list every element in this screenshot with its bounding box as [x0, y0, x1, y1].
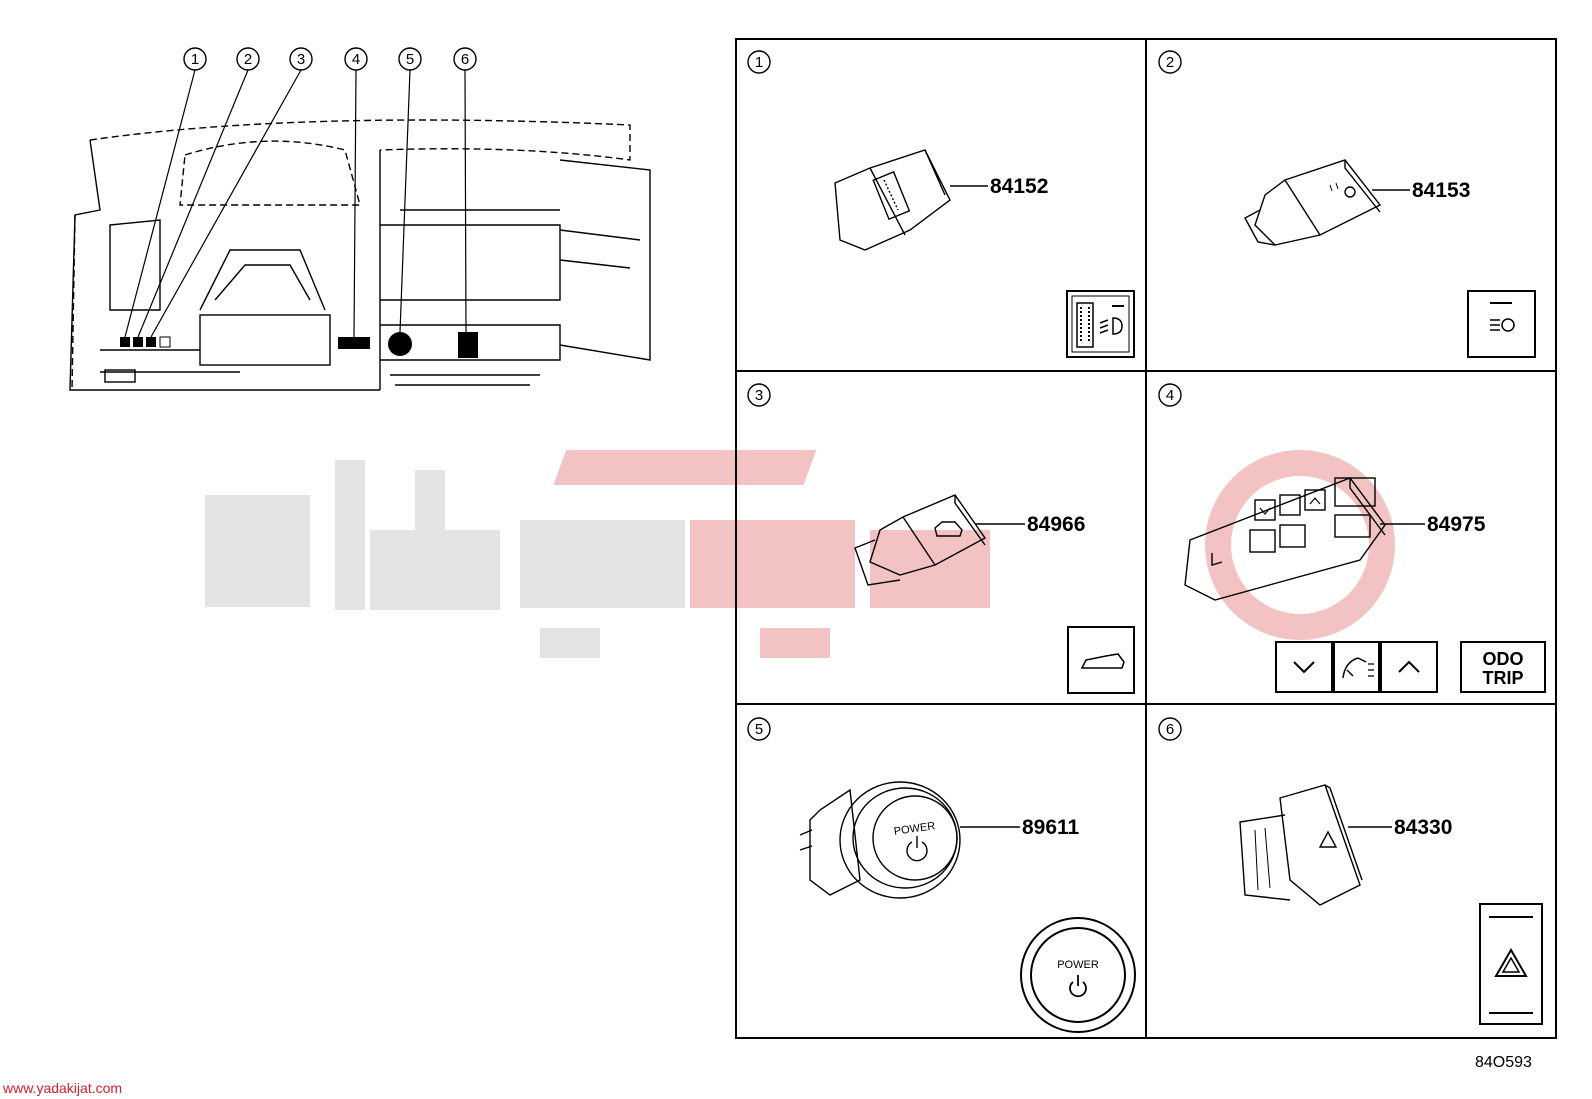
hazard-switch-icon	[1479, 903, 1543, 1025]
panel-2: 2 84153	[1158, 50, 1536, 358]
switch-84153-drawing	[1244, 159, 1382, 246]
power-label-part: POWER	[893, 820, 936, 838]
panel-3: 3 84966	[747, 383, 1135, 694]
hazard-warning-icon	[1494, 947, 1528, 977]
power-label-icon: POWER	[1057, 959, 1099, 971]
odo-label: ODO	[1482, 649, 1523, 669]
back-door-icon	[1067, 626, 1135, 694]
part-84153: 84153	[1412, 179, 1470, 202]
panel-grid	[735, 38, 1557, 1039]
part-84330: 84330	[1394, 816, 1452, 839]
callout-1: 1	[191, 51, 199, 68]
panel-4: 4 84975	[1158, 383, 1546, 693]
switch-84152-drawing	[834, 149, 951, 251]
switch-89611-drawing	[799, 781, 961, 899]
headlamp-leveling-icon	[1066, 290, 1135, 358]
power-symbol-icon	[1069, 975, 1087, 998]
trip-label: TRIP	[1482, 668, 1523, 688]
switch-84330-drawing	[1239, 784, 1363, 906]
panel-5: 5 POWER 89611 POWER	[747, 717, 1136, 1033]
part-84966: 84966	[1027, 513, 1085, 536]
figure-reference: 84O593	[1475, 1054, 1532, 1071]
part-84975: 84975	[1427, 513, 1486, 536]
callout-5: 5	[406, 51, 414, 68]
callout-6: 6	[461, 51, 469, 68]
panel-5-number: 5	[755, 721, 763, 738]
callout-3: 3	[297, 51, 305, 68]
leader-lines	[124, 69, 467, 338]
display-mode-icon	[1333, 641, 1380, 693]
callout-4: 4	[352, 51, 360, 68]
part-89611: 89611	[1022, 816, 1080, 839]
dashboard-overview	[69, 119, 651, 391]
switch-84966-drawing	[854, 494, 987, 586]
overview-callouts: 1 2 3 4 5 6	[183, 47, 477, 71]
chevron-down-icon	[1275, 641, 1333, 693]
panel-1-number: 1	[755, 54, 763, 71]
panel-2-number: 2	[1166, 54, 1174, 71]
watermark-logo	[205, 450, 1395, 658]
website-watermark: www.yadakijat.com	[3, 1080, 123, 1096]
chevron-up-icon	[1380, 641, 1438, 693]
switch-locations	[120, 332, 478, 358]
part-84152: 84152	[990, 175, 1048, 198]
panel-4-number: 4	[1166, 387, 1174, 404]
panel-1: 1 84152	[747, 50, 1135, 358]
switch-84975-drawing	[1184, 477, 1386, 601]
panel-6-number: 6	[1166, 721, 1174, 738]
power-button-icon: POWER	[1020, 917, 1136, 1033]
callout-2: 2	[244, 51, 252, 68]
odo-trip-button-icon: ODO TRIP	[1460, 641, 1546, 693]
panel-6: 6 84330	[1158, 717, 1543, 1025]
panel-3-number: 3	[755, 387, 763, 404]
auto-high-beam-icon	[1467, 290, 1536, 358]
